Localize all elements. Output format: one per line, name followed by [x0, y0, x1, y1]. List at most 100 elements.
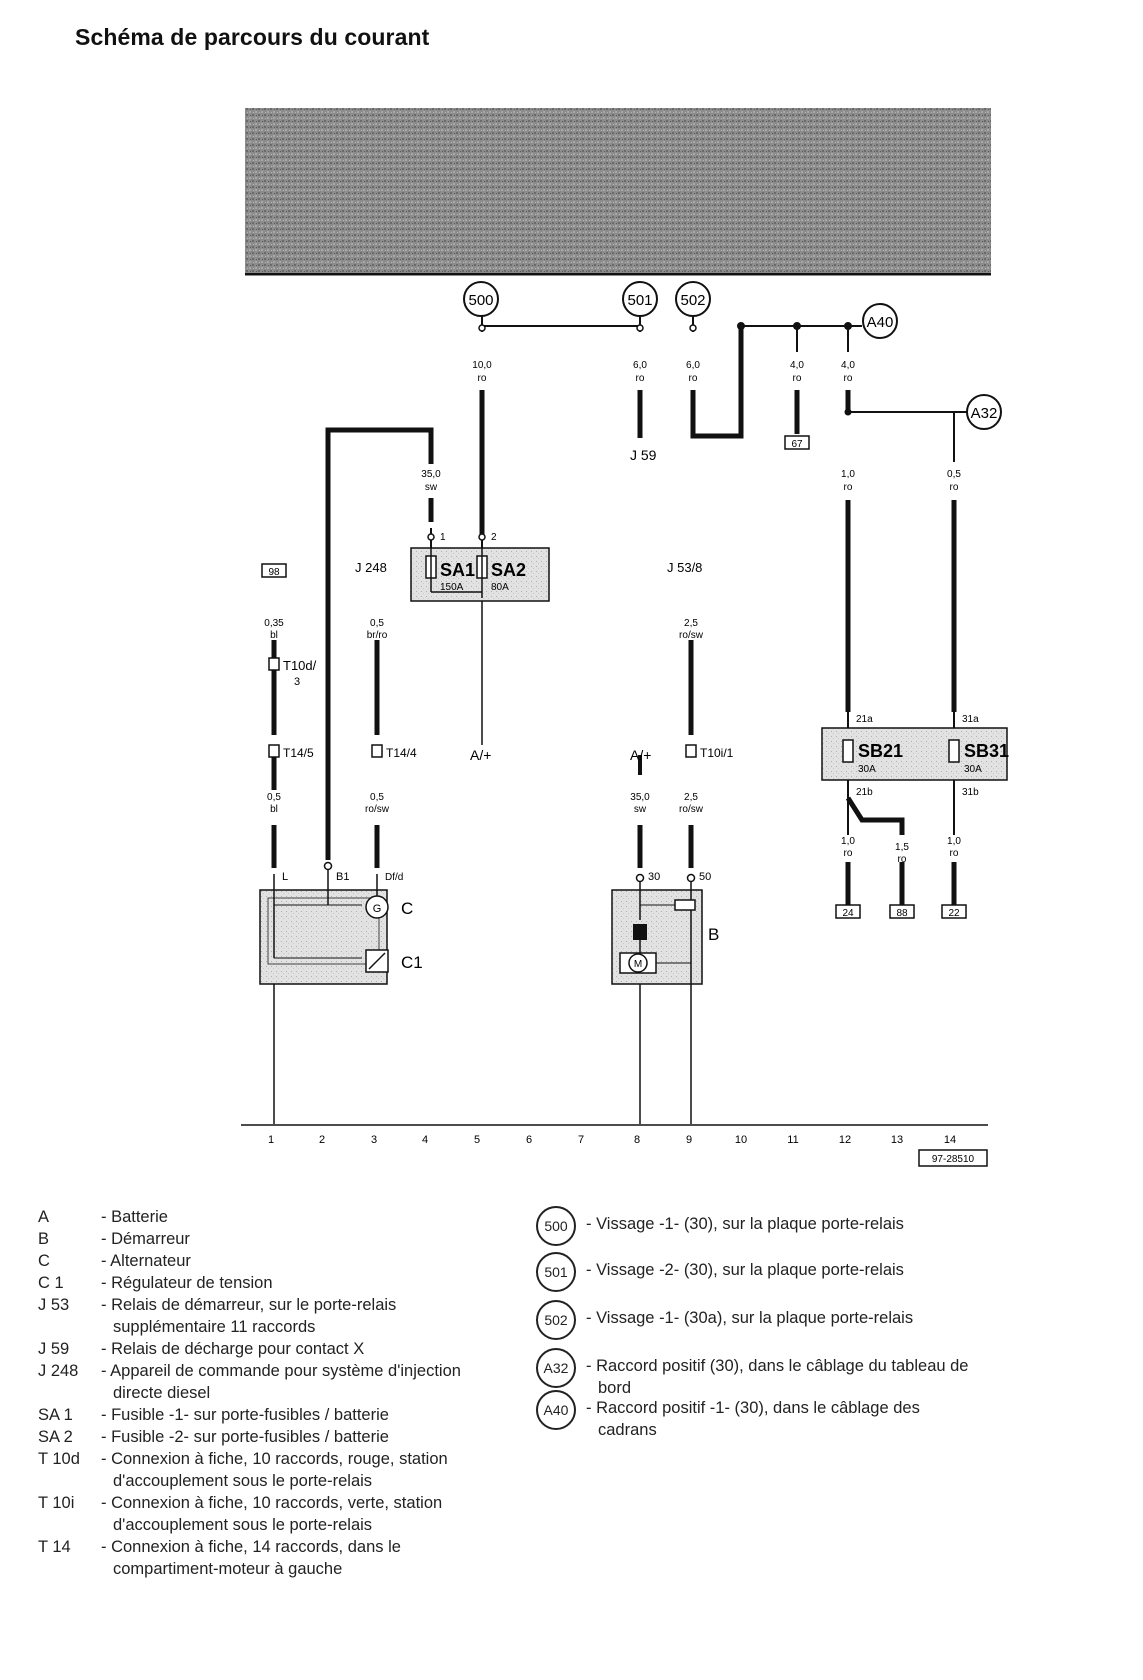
- wire-24-size: 1,0: [841, 836, 855, 847]
- legend-desc: - Connexion à fiche, 10 raccords, rouge,…: [101, 1450, 448, 1468]
- track-number: 9: [686, 1134, 692, 1146]
- wire-98-size: 0,35: [264, 618, 284, 629]
- legend-code: A: [38, 1208, 50, 1226]
- legend-code: T 14: [38, 1538, 71, 1556]
- track-number: 10: [735, 1134, 747, 1146]
- legend-desc: - Alternateur: [101, 1252, 191, 1270]
- pin-21a: 21a: [856, 714, 873, 725]
- wire-501-size: 6,0: [633, 360, 647, 371]
- pin-21b: 21b: [856, 787, 873, 798]
- wire-l-size: 0,5: [267, 792, 281, 803]
- legend-code: T 10i: [38, 1494, 75, 1512]
- sb-fuse-block: [821, 712, 1008, 781]
- legend-desc-line: - Raccord positif -1- (30), dans le câbl…: [586, 1399, 920, 1417]
- t10d-number: 3: [294, 676, 300, 688]
- connector-67-label: 67: [791, 439, 803, 450]
- legend-desc-continued: bord: [598, 1379, 632, 1397]
- sa-pin-1: 1: [440, 532, 446, 543]
- wire-j248-color: br/ro: [367, 630, 388, 641]
- wire-a40-color: ro: [844, 373, 853, 384]
- connector-67: 67: [784, 435, 810, 450]
- wire-df-color: ro/sw: [365, 804, 390, 815]
- wire-501-color: ro: [636, 373, 645, 384]
- wire-14-color: ro: [950, 482, 959, 493]
- legend-desc-continued: supplémentaire 11 raccords: [113, 1318, 316, 1336]
- legend-desc-continued: cadrans: [598, 1421, 657, 1439]
- starter-symbol: M: [634, 959, 642, 970]
- component-c: C: [401, 899, 413, 918]
- connector-501: 501: [622, 281, 658, 317]
- wire-500-color: ro: [478, 373, 487, 384]
- wire-98-color: bl: [270, 630, 278, 641]
- legend-desc: - Régulateur de tension: [101, 1274, 273, 1292]
- legend-desc-continued: d'accouplement sous le porte-relais: [113, 1516, 373, 1534]
- legend-code: J 59: [38, 1340, 70, 1358]
- legend-item: T 10d - Connexion à fiche, 10 raccords, r…: [38, 1448, 508, 1492]
- legend-item: C- Alternateur: [38, 1250, 508, 1272]
- connector-88: 88: [889, 904, 915, 919]
- connector-a40-label: A40: [867, 314, 894, 331]
- track-number: 8: [634, 1134, 640, 1146]
- alternator-symbol: G: [373, 903, 382, 915]
- component-c1: C1: [401, 953, 423, 972]
- track-number: 13: [891, 1134, 903, 1146]
- wires-500-501: [478, 316, 644, 538]
- legend-item: T 14 - Connexion à fiche, 14 raccords, da…: [38, 1536, 508, 1580]
- connector-a32-label: A32: [971, 405, 998, 422]
- connector-502: 502: [675, 281, 711, 317]
- wire-track-9: [637, 640, 697, 868]
- pin-df: Df/d: [385, 872, 403, 883]
- track-number: 12: [839, 1134, 851, 1146]
- legend-code: SA 2: [38, 1428, 73, 1446]
- wire-df-size: 0,5: [370, 792, 384, 803]
- legend-desc: - Démarreur: [101, 1230, 190, 1248]
- wires-502-a40: [689, 316, 967, 712]
- connector-501-label: 501: [627, 292, 652, 309]
- drawing-reference-text: 97-28510: [932, 1154, 975, 1165]
- connector-98-label: 98: [268, 567, 280, 578]
- legend-item: SA 1- Fusible -1- sur porte-fusibles / b…: [38, 1404, 508, 1426]
- sb21-label: SB21: [858, 741, 903, 761]
- legend-item: SA 2- Fusible -2- sur porte-fusibles / b…: [38, 1426, 508, 1448]
- legend-desc: - Connexion à fiche, 14 raccords, dans l…: [101, 1538, 401, 1556]
- connector-badge: 501: [536, 1252, 576, 1292]
- legend-desc: - Connexion à fiche, 10 raccords, verte,…: [101, 1494, 443, 1512]
- legend-desc: - Relais de décharge pour contact X: [101, 1340, 365, 1358]
- wire-35-size: 35,0: [421, 469, 441, 480]
- t14-4-label: T14/4: [386, 746, 417, 760]
- connector-500: 500: [463, 281, 499, 317]
- a-plus-left: A/+: [470, 747, 491, 763]
- j59-label: J 59: [630, 447, 657, 463]
- legend-item: B - Démarreur: [38, 1228, 508, 1250]
- legend-code: C 1: [38, 1274, 64, 1292]
- alternator-block: [259, 870, 389, 985]
- pin-30: 30: [648, 871, 660, 883]
- legend-code: T 10d: [38, 1450, 80, 1468]
- legend-code: J 53: [38, 1296, 70, 1314]
- legend-code: B: [38, 1230, 50, 1248]
- legend-desc-continued: compartiment-moteur à gauche: [113, 1560, 343, 1578]
- legend-desc: - Vissage -1- (30), sur la plaque porte-…: [586, 1215, 904, 1233]
- wire-track-1: [268, 640, 280, 868]
- connector-98: 98: [261, 563, 287, 578]
- legend-desc: - Batterie: [101, 1208, 168, 1226]
- pin-31a: 31a: [962, 714, 979, 725]
- sa1-amp: 150A: [440, 582, 464, 593]
- track-number: 14: [944, 1134, 956, 1146]
- connector-22: 22: [941, 904, 967, 919]
- track-number: 11: [787, 1134, 798, 1146]
- component-b: B: [708, 925, 719, 944]
- connector-24: 24: [835, 904, 861, 919]
- drawing-reference: 97-28510: [918, 1149, 988, 1167]
- pin-50: 50: [699, 871, 711, 883]
- legend-item: T 10i - Connexion à fiche, 10 raccords, v…: [38, 1492, 508, 1536]
- legend-item: J 53- Relais de démarreur, sur le porte-…: [38, 1294, 508, 1338]
- wiring-diagram: 500 501 502 A40 A32 10,0 ro 6,0 ro J 59: [241, 108, 1009, 1167]
- sa2-label: SA2: [491, 560, 526, 580]
- relay-plate-block: [245, 108, 991, 276]
- t14-5-label: T14/5: [283, 746, 314, 760]
- connector-500-label: 500: [468, 292, 493, 309]
- legend-desc-continued: d'accouplement sous le porte-relais: [113, 1472, 373, 1490]
- connector-24-label: 24: [842, 908, 854, 919]
- page-title: Schéma de parcours du courant: [75, 24, 430, 50]
